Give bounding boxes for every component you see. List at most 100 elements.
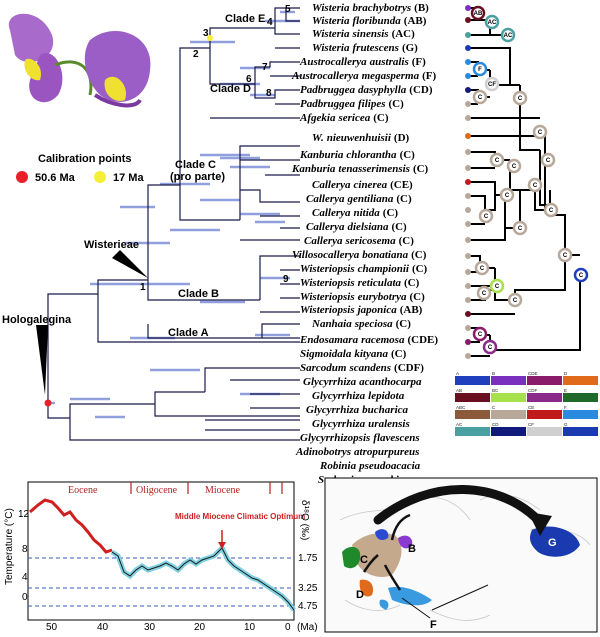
svg-text:AC: AC: [504, 33, 513, 39]
area-legend-swatch: [491, 410, 526, 419]
node-number-1: 1: [140, 282, 146, 293]
y-tick-label: 0: [22, 592, 28, 603]
y-right-tick-label: 4.75: [298, 601, 318, 612]
taxon-epithet: bonatiana: [362, 249, 408, 261]
area-f-region: [388, 586, 432, 606]
flower-illustration: [8, 13, 151, 108]
label-clade-c: Clade C: [175, 159, 216, 171]
area-legend-code: AC: [456, 422, 463, 427]
area-legend-swatch: [563, 376, 598, 385]
taxon-epithet: sericosema: [345, 235, 397, 247]
taxon-genus: Glycyrrhiza: [306, 404, 360, 416]
map-label-b: B: [408, 543, 416, 555]
area-b-region: [398, 535, 413, 549]
calibration-legend: Calibration points 50.6 Ma 17 Ma: [16, 153, 144, 184]
taxon-epithet: eurybotrya: [358, 291, 407, 303]
y-tick-label: 4: [22, 572, 28, 583]
svg-text:C: C: [538, 130, 543, 136]
label-clade-d: Clade D: [210, 83, 251, 95]
epoch-oligocene: Oligocene: [136, 485, 178, 496]
taxon-genus: Sarcodum: [300, 362, 347, 374]
taxon-epithet: australis: [370, 56, 409, 68]
svg-text:F: F: [478, 67, 482, 73]
svg-text:C: C: [484, 214, 489, 220]
node-number-5: 5: [285, 4, 291, 15]
svg-text:AC: AC: [488, 20, 497, 26]
area-d-region: [359, 579, 374, 597]
label-clade-b: Clade B: [178, 288, 219, 300]
taxon-epithet: chlorantha: [346, 149, 397, 161]
area-legend-code: C: [492, 405, 496, 410]
area-legend-swatch: [527, 427, 562, 436]
taxon-area: (C): [400, 149, 416, 161]
taxon-epithet: sinensis: [352, 28, 389, 40]
area-legend-code: E: [564, 388, 567, 393]
area-legend-code: B: [492, 371, 495, 376]
taxon-genus: Kanburia: [291, 163, 336, 175]
dispersal-arrow-pacific: [373, 485, 545, 527]
area-legend-code: BC: [492, 388, 499, 393]
epoch-eocene: Eocene: [68, 485, 98, 496]
taxon-genus: Callerya: [312, 207, 351, 219]
svg-text:C: C: [495, 158, 500, 164]
area-legend-swatch: [491, 427, 526, 436]
taxon-area: (F): [412, 56, 426, 68]
area-legend-swatch: [455, 376, 490, 385]
calibration-label-red: 50.6 Ma: [35, 172, 76, 184]
reference-lines: [28, 557, 294, 607]
taxon-genus: Glycyrrhiza: [312, 390, 366, 402]
taxon-area: (C): [391, 221, 407, 233]
taxon-epithet: dielsiana: [348, 221, 389, 233]
y-tick-label: 12: [18, 509, 30, 520]
svg-text:C: C: [513, 298, 518, 304]
taxon-epithet: reticulata: [358, 277, 402, 289]
svg-text:C: C: [518, 226, 523, 232]
taxon-area: (C): [412, 263, 428, 275]
taxon-genus: Wisteria: [312, 15, 350, 27]
area-f-region-2: [379, 599, 389, 610]
y-tick-label: 8: [22, 544, 28, 555]
taxon-epithet: lepidota: [368, 390, 405, 402]
taxon-epithet: pseudoacacia: [358, 460, 421, 472]
area-legend-swatch: [563, 410, 598, 419]
area-legend-code: D: [564, 371, 568, 376]
taxon-genus: Adinobotrys: [295, 446, 351, 458]
taxon-epithet: brachybotrys: [353, 2, 412, 14]
taxon-genus: Wisteriopsis: [300, 304, 355, 316]
taxon-area: (C): [373, 112, 389, 124]
label-clade-e: Clade E: [225, 13, 265, 25]
taxon-epithet: filipes: [358, 98, 386, 110]
node-number-9: 9: [283, 274, 289, 285]
area-a-region: [375, 529, 389, 540]
map-label-d: D: [356, 589, 364, 601]
taxon-epithet: nieuwenhuisii: [327, 132, 392, 144]
clade-labels: Hologalegina Wisterieae Clade A Clade B …: [2, 4, 291, 339]
area-legend-code: CDE: [528, 371, 538, 376]
taxon-genus: Austrocallerya: [291, 70, 359, 82]
taxon-genus: Glycyrrhiza: [312, 418, 366, 430]
taxon-genus: Endosamara: [299, 334, 359, 346]
taxon-genus: Nanhaia: [311, 318, 352, 330]
area-legend-code: CE: [528, 405, 534, 410]
taxon-genus: Wisteria: [312, 28, 350, 40]
temperature-curve-line: [111, 547, 295, 611]
taxon-epithet: frutescens: [353, 42, 399, 54]
x-tick-label: 20: [194, 622, 206, 633]
svg-text:C: C: [478, 95, 483, 101]
svg-text:CF: CF: [488, 82, 496, 88]
taxon-area: (CDE): [407, 334, 438, 346]
tree-branches: [47, 7, 300, 441]
